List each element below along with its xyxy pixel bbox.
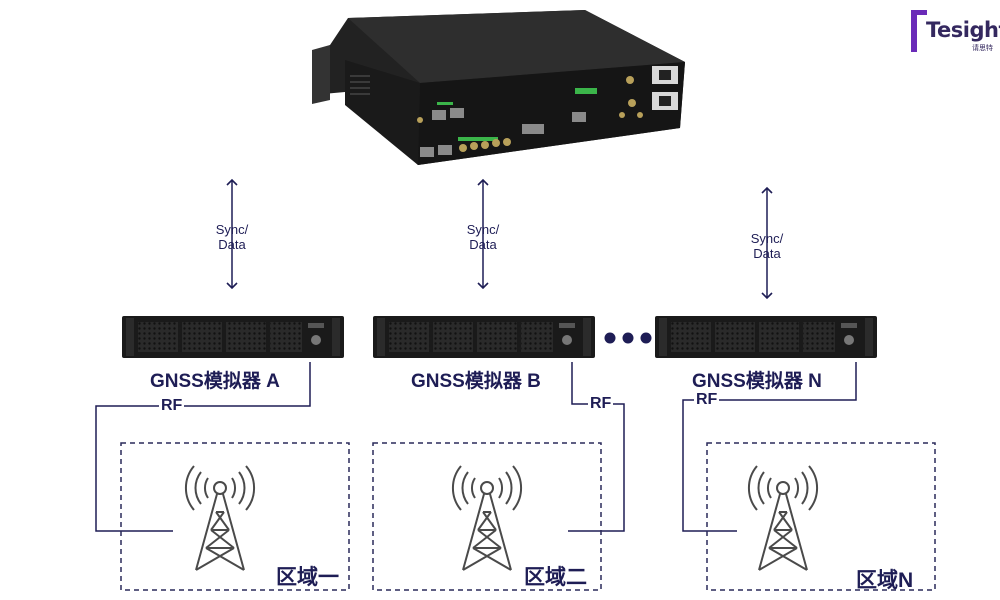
logo-text: Tesight [926,18,1000,42]
sync-label-line1: Sync/ [466,222,500,237]
simulator-unit-b [373,316,595,358]
central-controller [312,10,685,165]
rf-line-n [682,362,857,532]
brand-logo: Tesight 请思特 [908,6,1000,58]
tower-icon [451,465,523,571]
sync-label-n: Sync/ Data [737,231,797,261]
rf-label-n: RF [694,391,720,409]
rf-label-b: RF [588,395,614,413]
sync-label-line1: Sync/ [215,222,249,237]
simulator-unit-n [655,316,877,358]
sync-label-line2: Data [218,237,246,252]
sync-label-a: Sync/ Data [202,222,262,252]
sync-label-line2: Data [469,237,497,252]
sync-label-b: Sync/ Data [453,222,513,252]
rf-label-a: RF [159,397,185,415]
ellipsis-dots-icon [604,332,652,344]
logo-mark [911,10,927,52]
region-label-1: 区域一 [276,566,339,589]
sync-label-line1: Sync/ [750,231,784,246]
tower-icon [747,465,819,571]
tower-icon [184,465,256,571]
region-box-2 [372,442,602,591]
simulator-label-a: GNSS模拟器 A [150,371,280,392]
region-box-n [706,442,936,591]
simulator-label-n: GNSS模拟器 N [692,371,822,392]
simulator-label-b: GNSS模拟器 B [411,371,541,392]
region-label-2: 区域二 [524,566,587,589]
sync-label-line2: Data [753,246,781,261]
rf-line-b [568,362,625,532]
logo-subtext: 请思特 [972,45,993,52]
region-label-n: 区域N [856,569,914,592]
simulator-unit-a [122,316,344,358]
region-box-1 [120,442,350,591]
